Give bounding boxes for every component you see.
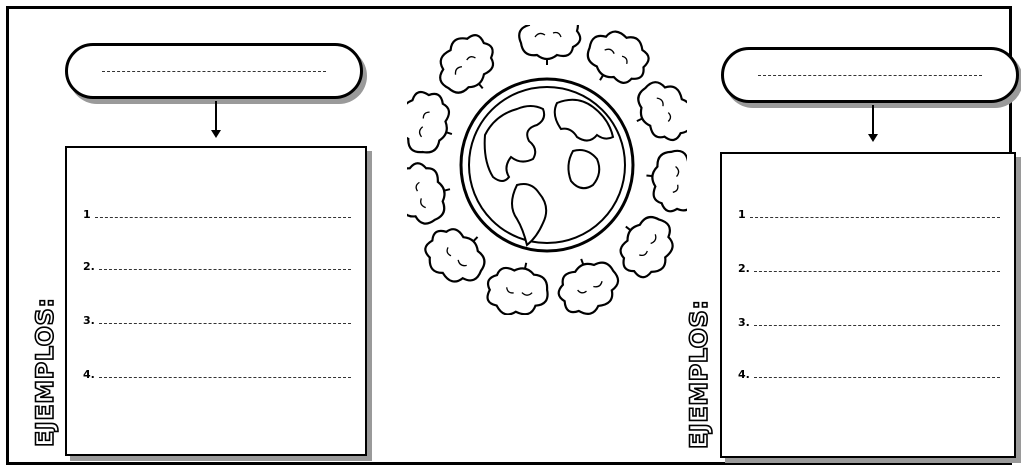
left-example-row-2[interactable]: 2. (83, 252, 351, 272)
right-title-field[interactable] (721, 47, 1019, 103)
right-example-blank (754, 325, 1000, 326)
left-examples-box: 1 2. 3. 4. (65, 146, 367, 456)
left-title-blank (102, 71, 326, 72)
right-examples-box: 1 2. 3. 4. (720, 152, 1016, 458)
left-example-row-4[interactable]: 4. (83, 360, 351, 380)
left-example-row-1[interactable]: 1 (83, 200, 351, 220)
left-example-blank (99, 269, 351, 270)
right-example-number: 1 (738, 209, 746, 220)
left-example-number: 4. (83, 369, 95, 380)
left-arrow-stem (215, 101, 217, 131)
right-title-blank (758, 75, 982, 76)
right-arrow-stem (872, 105, 874, 135)
left-example-number: 2. (83, 261, 95, 272)
right-example-row-3[interactable]: 3. (738, 308, 1000, 328)
left-ejemplos-label: EJEMPLOS: (31, 298, 59, 447)
right-example-row-4[interactable]: 4. (738, 360, 1000, 380)
left-example-blank (99, 377, 351, 378)
earth-with-trees-icon (407, 25, 687, 315)
right-arrow-head (868, 134, 878, 142)
right-example-row-2[interactable]: 2. (738, 254, 1000, 274)
left-example-blank (99, 323, 351, 324)
left-example-blank (95, 217, 351, 218)
right-example-number: 3. (738, 317, 750, 328)
right-ejemplos-label: EJEMPLOS: (685, 300, 713, 449)
right-example-blank (750, 217, 1000, 218)
left-arrow-head (211, 130, 221, 138)
right-example-blank (754, 377, 1000, 378)
right-example-number: 4. (738, 369, 750, 380)
right-example-row-1[interactable]: 1 (738, 200, 1000, 220)
right-example-blank (754, 271, 1000, 272)
left-title-field[interactable] (65, 43, 363, 99)
right-example-number: 2. (738, 263, 750, 274)
left-example-number: 1 (83, 209, 91, 220)
left-example-number: 3. (83, 315, 95, 326)
worksheet: 1 2. 3. 4. EJEMPLOS: (6, 6, 1012, 465)
left-example-row-3[interactable]: 3. (83, 306, 351, 326)
